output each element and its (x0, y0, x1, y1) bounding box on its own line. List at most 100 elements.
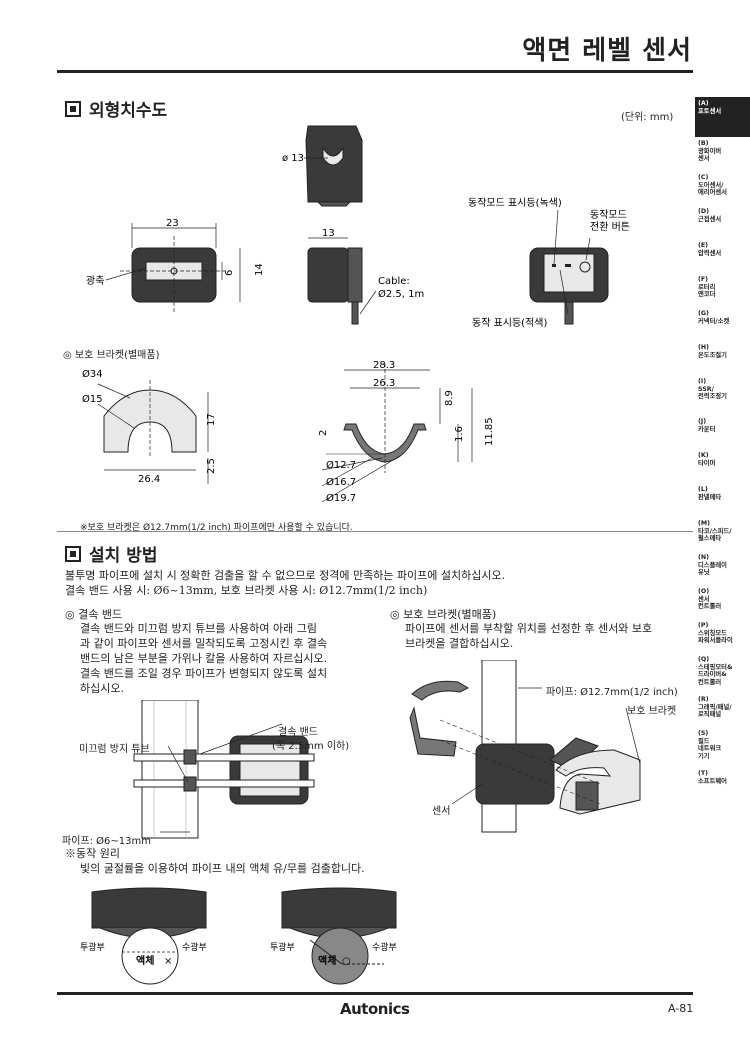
dim-phi12-7: Ø12.7 (326, 459, 356, 471)
label-protective-bracket: 보호 브라켓 (627, 706, 677, 717)
sidebar-item-label: 스테핑모터& 드라이버& 컨트롤러 (698, 663, 733, 686)
band-install-drawing (133, 700, 315, 839)
label-rx-1: 수광부 (182, 941, 207, 953)
sidebar-item-i[interactable]: (I)SSR/ 전력조정기 (695, 375, 750, 415)
band-text-1: 결속 밴드와 미끄럼 방지 튜브를 사용하여 아래 그림 (80, 622, 317, 635)
square-bullet-icon (65, 545, 81, 562)
page-title: 액면 레벨 센서 (522, 36, 692, 66)
sidebar-item-code: (E) (698, 242, 709, 249)
dim-phi15: Ø15 (82, 393, 103, 405)
sidebar-item-label: 도어센서/ 에리어센서 (698, 181, 727, 197)
label-liquid-1: 액체 (136, 954, 154, 967)
sidebar-item-code: (M) (698, 520, 711, 527)
sidebar-item-n[interactable]: (N)디스플레이 유닛 (695, 551, 750, 585)
dim-2-5: 2.5 (206, 458, 217, 474)
install-intro-2: 결속 밴드 사용 시: Ø6~13mm, 보호 브라켓 사용 시: Ø12.7m… (65, 584, 428, 597)
sidebar-item-code: (J) (698, 418, 707, 425)
sidebar-item-o[interactable]: (O)센서 컨트롤러 (695, 585, 750, 619)
sidebar-item-label: 포토센서 (698, 107, 722, 115)
mark-liquid: ○ (342, 956, 351, 967)
band-text-2: 과 같이 파이프와 센서를 밀착되도록 고정시킨 후 결속 (80, 637, 328, 650)
label-rx-2: 수광부 (372, 941, 397, 953)
bracket-section-view (321, 363, 473, 503)
sidebar-item-code: (G) (698, 310, 709, 317)
unit-note: (단위: mm) (621, 112, 674, 123)
sidebar-item-a[interactable]: (A)포토센서 (695, 97, 750, 137)
sidebar-item-s[interactable]: (S)필드 네트워크 기기 (695, 727, 750, 767)
sidebar-item-q[interactable]: (Q)스테핑모터& 드라이버& 컨트롤러 (695, 653, 750, 693)
sidebar-item-code: (C) (698, 174, 709, 181)
sidebar-item-label: 필드 네트워크 기기 (698, 737, 722, 760)
label-op-mode-btn-2: 전환 버튼 (590, 221, 630, 233)
section-heading-installation: 설치 방법 (65, 541, 157, 566)
label-tx-2: 투광부 (270, 941, 295, 953)
sensor-dimension-drawing: ø 13 23 6 14 광축 13 Cable: Ø2.5, 1m (86, 125, 630, 329)
sidebar-item-label: 디스플레이 유닛 (698, 561, 727, 577)
sidebar-item-m[interactable]: (M)타코/스피드/ 펄스메타 (695, 517, 750, 551)
label-tube: 미끄럼 방지 튜브 (79, 744, 150, 755)
sidebar-item-label: 커넥터/소켓 (698, 317, 730, 325)
sidebar-item-k[interactable]: (K)타이머 (695, 449, 750, 483)
sidebar-item-r[interactable]: (R)그래픽/패널/ 로직패널 (695, 693, 750, 727)
principle-drawing: 투광부 수광부 액체 × 투광부 수광부 액체 ○ (80, 887, 397, 985)
sidebar-item-label: 광화이버 센서 (698, 147, 722, 163)
sidebar-item-label: 근접센서 (698, 215, 722, 223)
sidebar-item-p[interactable]: (P)스위칭모드 파워서플라이 (695, 619, 750, 653)
sidebar-item-d[interactable]: (D)근접센서 (695, 205, 750, 239)
sidebar-item-g[interactable]: (G)커넥터/소켓 (695, 307, 750, 341)
principle-no-liquid (91, 887, 207, 985)
label-pipe-bracket: 파이프: Ø12.7mm(1/2 inch) (546, 687, 678, 698)
sidebar-item-code: (K) (698, 452, 709, 459)
dim-1-6: 1.6 (454, 426, 465, 442)
sidebar-item-c[interactable]: (C)도어센서/ 에리어센서 (695, 171, 750, 205)
sidebar-item-code: (N) (698, 554, 710, 561)
label-band-width: (폭 2.5mm 이하) (272, 741, 350, 752)
dim-26-4: 26.4 (138, 474, 160, 485)
bracket-install-drawing (409, 660, 641, 833)
label-sensor: 센서 (432, 806, 451, 817)
dim-13: 13 (322, 228, 335, 239)
sidebar-item-f[interactable]: (F)로터리 엔코더 (695, 273, 750, 307)
category-sidebar: (A)포토센서(B)광화이버 센서(C)도어센서/ 에리어센서(D)근접센서(E… (695, 97, 750, 801)
sidebar-item-t[interactable]: (T)소프트웨어 (695, 767, 750, 801)
bracket-method-heading: ◎ 보호 브라켓(별매품) (390, 608, 497, 621)
band-text-3: 밴드의 남은 부분을 가위나 칼을 사용하여 자르십시오. (80, 652, 328, 665)
sidebar-item-label: 압력센서 (698, 249, 722, 257)
sidebar-item-label: 판넬메타 (698, 493, 722, 501)
sidebar-item-label: 소프트웨어 (698, 777, 727, 785)
label-tx-1: 투광부 (80, 941, 105, 953)
bracket-note: ※보호 브라켓은 Ø12.7mm(1/2 inch) 파이프에만 사용할 수 있… (80, 523, 353, 533)
mark-no-liquid: × (164, 956, 172, 967)
section-title: 설치 방법 (89, 546, 158, 566)
dim-phi19-7: Ø19.7 (326, 492, 356, 504)
page-number: A-81 (668, 1002, 694, 1015)
sidebar-item-code: (F) (698, 276, 709, 283)
label-pipe-band: 파이프: Ø6~13mm (62, 836, 151, 847)
principle-heading: ※동작 원리 (65, 847, 120, 860)
dim-23: 23 (166, 218, 179, 229)
sidebar-item-h[interactable]: (H)온도조절기 (695, 341, 750, 375)
sidebar-item-e[interactable]: (E)압력센서 (695, 239, 750, 273)
square-bullet-icon (65, 100, 81, 117)
sidebar-item-b[interactable]: (B)광화이버 센서 (695, 137, 750, 171)
dim-14: 14 (254, 263, 265, 276)
dim-phi34: Ø34 (82, 368, 103, 380)
sidebar-item-j[interactable]: (J)카운터 (695, 415, 750, 449)
band-text-5: 하십시오. (80, 682, 124, 695)
label-band: 결속 밴드 (278, 727, 318, 738)
sidebar-item-label: 스위칭모드 파워서플라이 (698, 629, 733, 645)
sidebar-item-l[interactable]: (L)판넬메타 (695, 483, 750, 517)
label-cable-spec: Ø2.5, 1m (378, 288, 424, 300)
sensor-side-view (307, 237, 363, 325)
dim-phi13: ø 13 (282, 153, 304, 164)
sidebar-item-code: (R) (698, 696, 709, 703)
section-title: 외형치수도 (89, 101, 168, 121)
principle-text: 빛의 굴절률을 이용하여 파이프 내의 액체 유/무를 검출합니다. (80, 862, 365, 875)
label-op-mode-btn-1: 동작모드 (590, 209, 627, 221)
band-text-4: 결속 밴드를 조일 경우 파이프가 변형되지 않도록 설치 (80, 667, 328, 680)
dim-6: 6 (224, 270, 235, 276)
label-op-mode-led: 동작모드 표시등(녹색) (468, 197, 562, 209)
dim-11-85: 11.85 (484, 417, 495, 446)
bracket-method-text-2: 브라켓을 결합하십시오. (405, 637, 514, 650)
label-op-led-red: 동작 표시등(적색) (472, 317, 547, 329)
